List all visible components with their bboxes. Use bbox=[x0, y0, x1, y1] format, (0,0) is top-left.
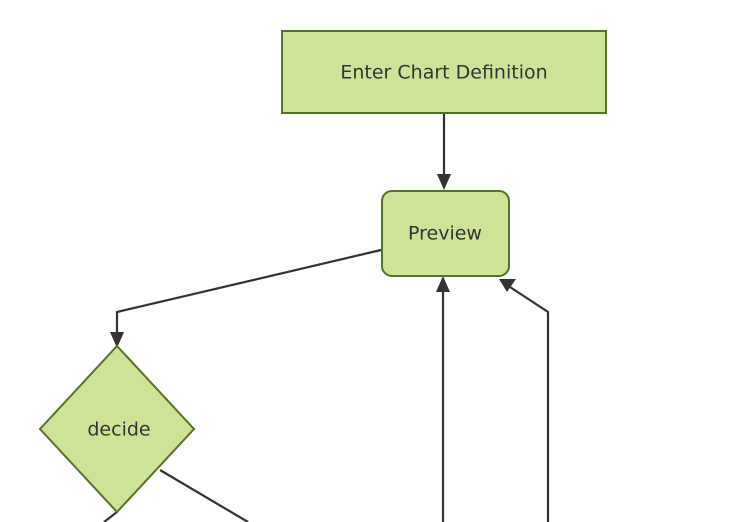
edge-offscreen-center-to-preview[interactable] bbox=[436, 276, 450, 522]
edge-line bbox=[103, 511, 118, 522]
node-label-enter-chart-definition: Enter Chart Definition bbox=[340, 62, 547, 84]
node-enter-chart-definition[interactable]: Enter Chart Definition bbox=[281, 30, 607, 114]
node-preview[interactable]: Preview bbox=[381, 190, 510, 277]
edge-preview-to-decide[interactable] bbox=[110, 248, 382, 348]
edge-line bbox=[159, 469, 249, 522]
node-label-decide: decide bbox=[87, 419, 150, 441]
edge-layer bbox=[103, 113, 550, 522]
edge-line bbox=[115, 248, 382, 336]
arrow-head-icon bbox=[437, 174, 451, 190]
edge-offscreen-right-to-preview[interactable] bbox=[499, 279, 550, 522]
arrow-head-icon bbox=[110, 332, 124, 348]
edge-line bbox=[509, 286, 550, 522]
edge-decide-down-right[interactable] bbox=[159, 469, 249, 522]
node-shape-rectangle bbox=[281, 30, 607, 114]
arrow-head-icon bbox=[436, 276, 450, 292]
node-layer: Enter Chart Definition Preview decide bbox=[38, 30, 607, 514]
node-shape-rounded-rectangle bbox=[381, 190, 510, 277]
edge-decide-down-left[interactable] bbox=[103, 511, 118, 522]
node-label-preview: Preview bbox=[408, 223, 482, 245]
edge-enter-to-preview[interactable] bbox=[437, 113, 451, 190]
arrow-head-icon bbox=[499, 279, 516, 292]
node-decide[interactable]: decide bbox=[38, 344, 196, 514]
node-shape-diamond bbox=[38, 344, 196, 514]
